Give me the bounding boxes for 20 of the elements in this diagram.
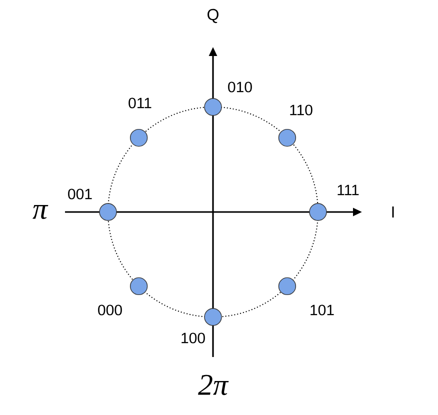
constellation-point (130, 128, 148, 147)
point-label: 110 (290, 104, 312, 116)
point-label: 010 (228, 82, 252, 92)
point-label: 001 (68, 188, 92, 200)
constellation-point (278, 277, 296, 296)
constellation-point (309, 203, 327, 221)
constellation-point (204, 98, 222, 116)
point-label: 101 (310, 304, 334, 316)
point-label: 100 (182, 332, 205, 344)
axis-label: Q (208, 8, 218, 24)
constellation-point (99, 203, 117, 221)
point-label: 000 (98, 304, 122, 316)
point-label: 111 (338, 184, 359, 196)
axis-label: I (392, 206, 394, 218)
point-label: 011 (128, 98, 152, 108)
angle-label: 2π (198, 374, 229, 396)
angle-label: π (32, 204, 48, 220)
constellation-point (130, 277, 148, 296)
constellation-point (278, 128, 296, 147)
constellation-point (204, 308, 222, 326)
